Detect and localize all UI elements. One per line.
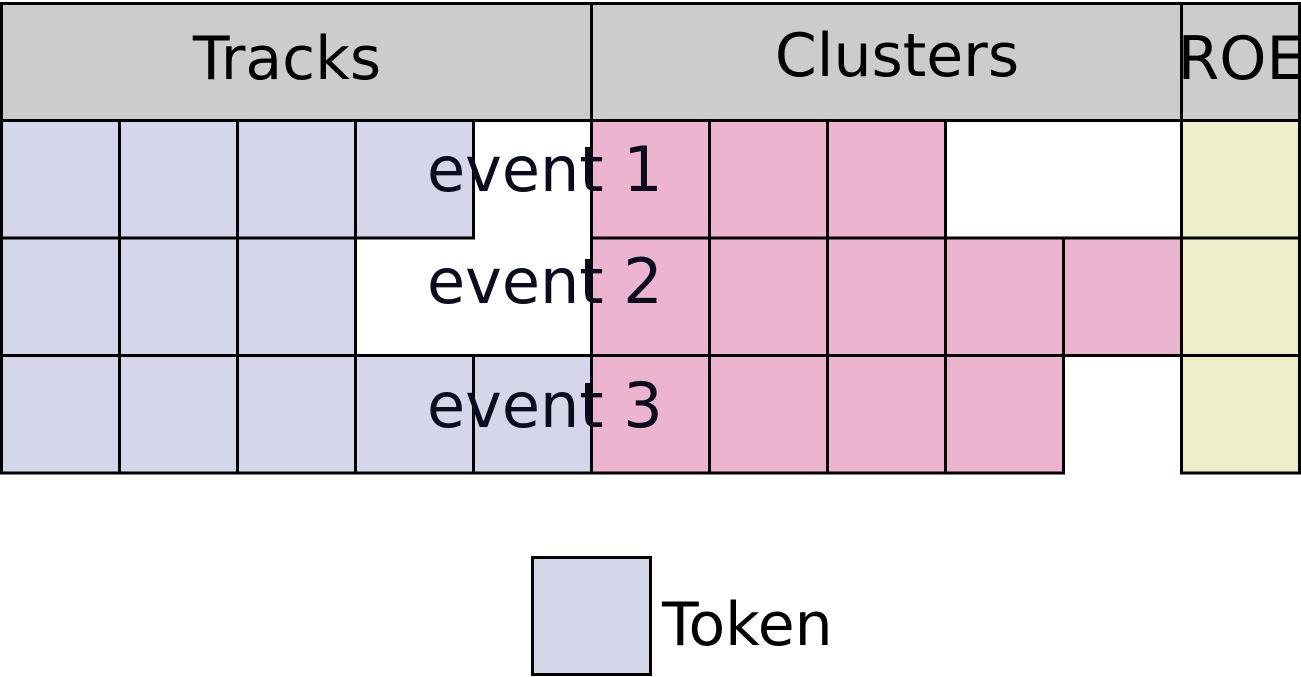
cluster-token	[944, 354, 1065, 475]
cluster-token	[826, 354, 947, 475]
clusters-header-label: Clusters	[775, 21, 1019, 91]
track-token	[354, 119, 475, 240]
track-token	[0, 119, 121, 240]
roe-token	[1180, 119, 1301, 240]
cluster-token	[1062, 236, 1183, 357]
cluster-token	[708, 119, 829, 240]
track-token	[236, 354, 357, 475]
track-token	[236, 236, 357, 357]
roe-header-label: ROE	[1178, 24, 1301, 94]
track-token	[236, 119, 357, 240]
cluster-token	[826, 119, 947, 240]
event-labels: event 1 event 2 event 3	[427, 133, 663, 442]
track-token	[0, 354, 121, 475]
legend-token-label: Token	[661, 590, 833, 660]
tracks-header-box	[0, 2, 593, 122]
track-token	[0, 236, 121, 357]
track-token	[118, 236, 239, 357]
event-label-3: event 3	[427, 369, 663, 442]
cluster-token	[708, 354, 829, 475]
track-token	[472, 354, 593, 475]
track-token	[118, 354, 239, 475]
event-label-2: event 2	[427, 245, 663, 318]
token-grid	[0, 119, 1301, 475]
roe-token	[1180, 236, 1301, 357]
legend: Token	[531, 556, 833, 676]
legend-token-swatch	[531, 556, 652, 676]
cluster-token	[590, 119, 711, 240]
clusters-header-box	[590, 2, 1183, 122]
tracks-header-label: Tracks	[192, 24, 381, 94]
track-token	[118, 119, 239, 240]
cluster-token	[708, 236, 829, 357]
cluster-token	[826, 236, 947, 357]
cluster-token	[944, 236, 1065, 357]
event-label-1: event 1	[427, 133, 663, 206]
roe-token	[1180, 354, 1301, 475]
header-row: Tracks Clusters ROE	[0, 2, 1301, 122]
